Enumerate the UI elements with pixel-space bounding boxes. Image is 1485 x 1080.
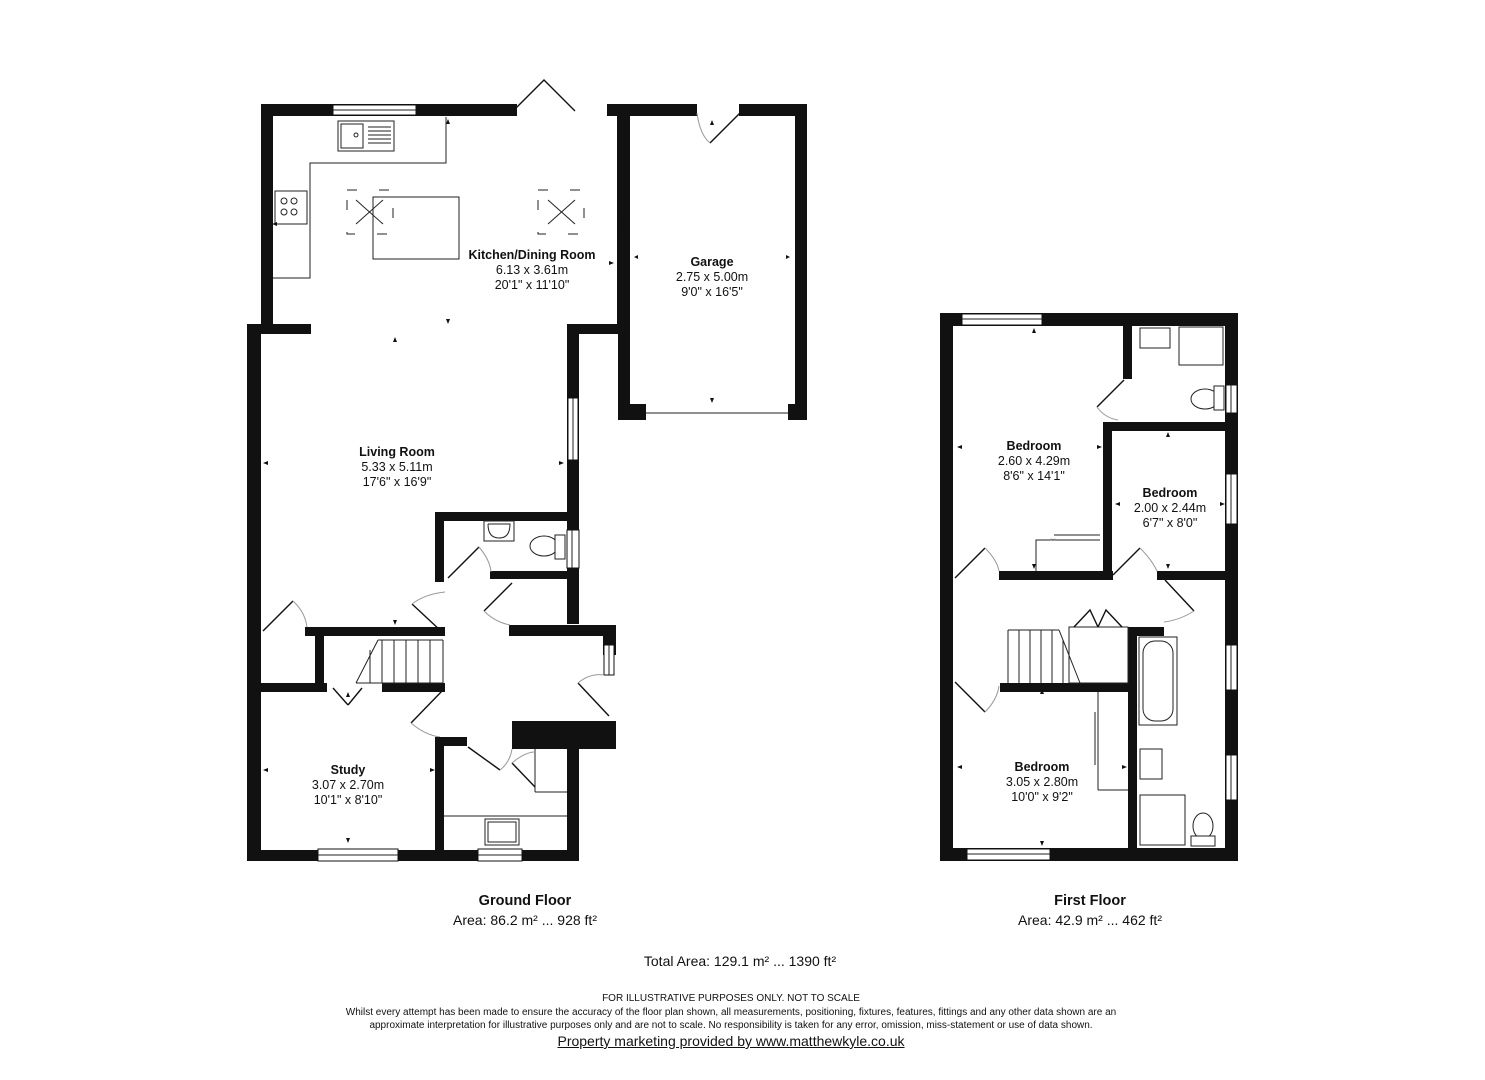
total-area: Total Area: 129.1 m² ... 1390 ft² bbox=[643, 953, 837, 969]
kitchen-island bbox=[372, 196, 460, 260]
room-name: Bedroom bbox=[1014, 760, 1070, 774]
room-label-garage: Garage 2.75 x 5.00m 9'0" x 16'5" bbox=[676, 255, 748, 300]
room-size-metric: 3.05 x 2.80m bbox=[1005, 775, 1079, 789]
sink-icon bbox=[484, 818, 520, 846]
toilet-icon bbox=[1192, 812, 1214, 840]
room-size-imperial: 10'0" x 9'2" bbox=[1011, 790, 1073, 804]
disclaimer-heading: FOR ILLUSTRATIVE PURPOSES ONLY. NOT TO S… bbox=[602, 993, 860, 1004]
bifold-door bbox=[513, 79, 576, 112]
room-name: Garage bbox=[690, 255, 734, 269]
sliding-arrow-icon: ↔ bbox=[1048, 533, 1058, 544]
marketing-credit-link[interactable]: Property marketing provided by www.matth… bbox=[557, 1033, 905, 1049]
room-name: Study bbox=[330, 763, 366, 777]
basin-icon bbox=[1139, 748, 1163, 780]
room-size-metric: 2.75 x 5.00m bbox=[675, 270, 749, 284]
room-name: Kitchen/Dining Room bbox=[468, 248, 596, 262]
room-size-metric: 2.60 x 4.29m bbox=[997, 454, 1071, 468]
room-name: Bedroom bbox=[1006, 439, 1062, 453]
room-size-imperial: 9'0" x 16'5" bbox=[681, 285, 743, 299]
room-size-metric: 5.33 x 5.11m bbox=[361, 460, 433, 474]
toilet-icon bbox=[529, 535, 559, 557]
room-label-bedroom-1: Bedroom 2.60 x 4.29m 8'6" x 14'1" bbox=[998, 439, 1070, 484]
ground-floor-summary: Ground Floor Area: 86.2 m² ... 928 ft² bbox=[453, 892, 597, 930]
room-label-living-room: Living Room 5.33 x 5.11m 17'6" x 16'9" bbox=[359, 445, 435, 490]
skylight-icon bbox=[537, 189, 585, 235]
room-size-imperial: 8'6" x 14'1" bbox=[1003, 469, 1065, 483]
room-name: Bedroom bbox=[1142, 486, 1198, 500]
drainer-lines bbox=[368, 126, 391, 144]
window bbox=[566, 529, 580, 569]
disclaimer-line-2: approximate interpretation for illustrat… bbox=[369, 1020, 1093, 1031]
shower-icon bbox=[1139, 794, 1186, 846]
staircase-icon bbox=[355, 639, 444, 684]
room-size-metric: 6.13 x 3.61m bbox=[495, 263, 569, 277]
room-label-bedroom-3: Bedroom 3.05 x 2.80m 10'0" x 9'2" bbox=[1006, 760, 1078, 805]
disclaimer-line-1: Whilst every attempt has been made to en… bbox=[345, 1007, 1117, 1018]
floor-title: First Floor bbox=[1054, 893, 1126, 909]
hob-icon bbox=[274, 190, 308, 225]
room-size-metric: 3.07 x 2.70m bbox=[311, 778, 385, 792]
bath-icon bbox=[1138, 636, 1178, 726]
room-name: Living Room bbox=[359, 445, 435, 459]
room-size-imperial: 6'7" x 8'0" bbox=[1142, 516, 1198, 530]
room-size-imperial: 20'1" x 11'10" bbox=[494, 278, 570, 292]
floor-title: Ground Floor bbox=[478, 893, 572, 909]
room-size-imperial: 17'6" x 16'9" bbox=[362, 475, 432, 489]
room-label-bedroom-2: Bedroom 2.00 x 2.44m 6'7" x 8'0" bbox=[1134, 486, 1206, 531]
room-label-study: Study 3.07 x 2.70m 10'1" x 8'10" bbox=[312, 763, 384, 808]
ground-floor-plan bbox=[247, 79, 807, 862]
floor-area: Area: 86.2 m² ... 928 ft² bbox=[453, 912, 597, 928]
first-floor-plan: ↔ bbox=[940, 313, 1238, 861]
cupboard bbox=[1068, 626, 1129, 684]
floor-area: Area: 42.9 m² ... 462 ft² bbox=[1018, 912, 1162, 928]
basin-icon bbox=[1139, 327, 1171, 349]
dimension-markers bbox=[957, 328, 1225, 846]
sink-icon bbox=[337, 120, 395, 152]
room-label-kitchen-dining: Kitchen/Dining Room 6.13 x 3.61m 20'1" x… bbox=[468, 248, 595, 293]
skylight-icon bbox=[346, 189, 394, 235]
room-size-imperial: 10'1" x 8'10" bbox=[313, 793, 383, 807]
dimension-markers bbox=[263, 119, 790, 843]
shower-icon bbox=[1178, 326, 1224, 366]
room-size-metric: 2.00 x 2.44m bbox=[1133, 501, 1207, 515]
first-floor-summary: First Floor Area: 42.9 m² ... 462 ft² bbox=[1018, 892, 1162, 930]
